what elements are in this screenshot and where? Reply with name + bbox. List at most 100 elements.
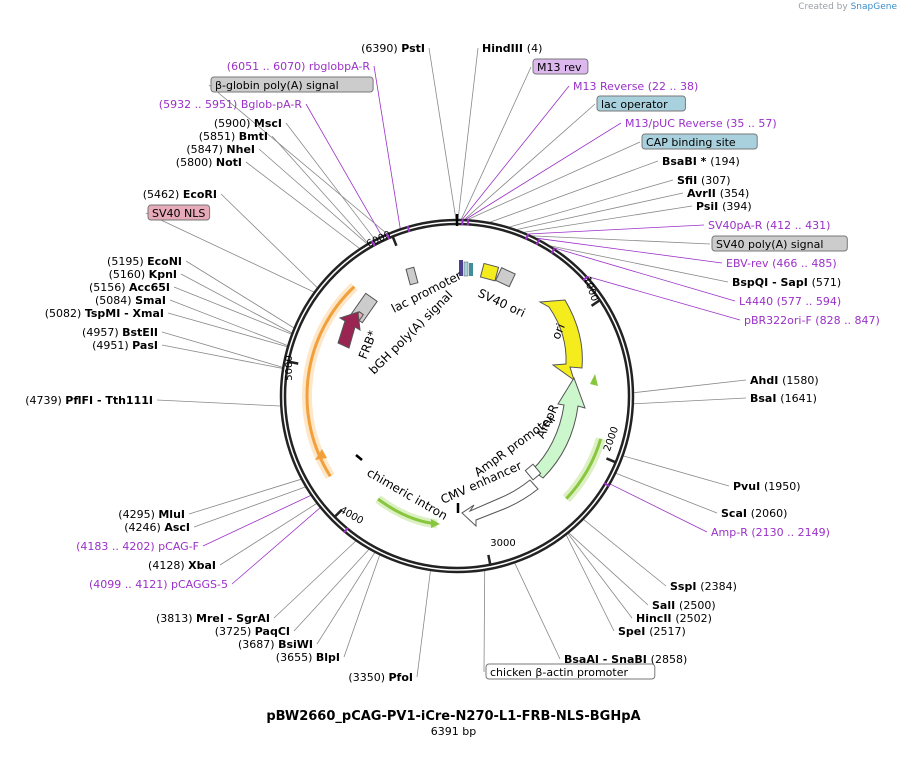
connector-sv40-poly-a-signal — [532, 235, 711, 245]
connector-msci — [285, 122, 375, 240]
label-msci: (5900) MscI — [214, 117, 282, 130]
label-ebv-rev: EBV-rev (466 .. 485) — [726, 257, 837, 270]
connector-spei — [566, 534, 615, 632]
label-name: PvuI — [733, 480, 764, 493]
connector-sv40pa-r — [528, 224, 705, 235]
connector-pfoi — [416, 570, 431, 678]
label-position: (571) — [812, 276, 842, 289]
scale-label: 3000 — [490, 538, 515, 549]
sv40-ori-box — [479, 262, 500, 282]
label-position: (5900) — [214, 117, 254, 130]
label-name: Amp-R — [711, 526, 751, 539]
label-position: (5084) — [95, 294, 135, 307]
label-name: SV40pA-R — [708, 219, 766, 232]
label-position: (3655) — [276, 651, 316, 664]
label-globin-poly-a-signal: β-globin poly(A) signal — [215, 79, 339, 92]
label-position: (4099 .. 4121) — [89, 578, 171, 591]
label-position: (3813) — [156, 612, 196, 625]
label-name: KpnI — [149, 268, 177, 281]
label-xbai: (4128) XbaI — [148, 559, 216, 572]
intron-arrowhead — [431, 519, 440, 528]
ampr-promoter-box — [524, 463, 542, 481]
connector-nhei — [258, 148, 368, 244]
label-position: (577 .. 594) — [777, 295, 842, 308]
label-position: (1580) — [782, 374, 819, 387]
label-position: (5800) — [176, 156, 216, 169]
label-position: (6390) — [361, 42, 401, 55]
label-name: PflFI - Tth111I — [65, 394, 153, 407]
connector-bspqi-sapi — [550, 245, 729, 283]
snapgene-brand: Created by SnapGene — [798, 2, 897, 12]
connector-blpi — [343, 555, 381, 658]
label-sv40-nls-box — [147, 204, 211, 221]
connector-bmti — [271, 135, 369, 244]
label-blpi: (3655) BlpI — [276, 651, 340, 664]
primer-site-tick — [385, 233, 391, 240]
label-pcag-f: (4183 .. 4202) pCAG-F — [76, 540, 199, 553]
label-kpni: (5160) KpnI — [109, 268, 177, 281]
connector-lac-operator — [464, 103, 596, 220]
label-position: (35 .. 57) — [726, 117, 777, 130]
label-name: Bglob-pA-R — [241, 98, 303, 111]
lac-promoter-box — [405, 266, 419, 286]
label-position: (1950) — [764, 480, 801, 493]
connector-cap-binding-site — [467, 141, 641, 220]
label-name: NotI — [216, 156, 242, 169]
primer-site-tick — [524, 233, 530, 240]
label-sv40-poly-a-signal-box — [711, 235, 848, 252]
label-name: rbglobpA-R — [309, 60, 370, 73]
scale-tick — [391, 236, 398, 247]
cmv-enhancer-arrow — [461, 479, 539, 528]
label-name: TspMI - XmaI — [85, 307, 164, 320]
label-position: (4739) — [25, 394, 65, 407]
label-pfoi: (3350) PfoI — [348, 671, 413, 684]
connector-pcag-f — [202, 495, 311, 547]
label-position: (22 .. 38) — [648, 80, 699, 93]
connector-bsiwi — [316, 552, 376, 645]
connector-m13-reverse — [462, 85, 570, 220]
label-bsai: BsaI (1641) — [750, 392, 817, 405]
primer-site-tick — [603, 482, 610, 487]
label-name: PfoI — [389, 671, 414, 684]
connector-bsaai-snabi — [514, 563, 561, 660]
green-arrowhead — [590, 374, 598, 386]
scale-label: 2000 — [602, 425, 621, 453]
label-name: PsiI — [696, 200, 722, 213]
connector-chicken-actin-promoter — [483, 570, 486, 673]
sv40-polya-box — [495, 267, 516, 288]
label-hindiii: HindIII (4) — [482, 42, 542, 55]
label-spei: SpeI (2517) — [618, 625, 686, 638]
scale-tick — [590, 299, 601, 307]
connector-psti — [428, 47, 457, 220]
plasmid-length: 6391 bp — [430, 725, 477, 738]
label-name: M13 Reverse — [573, 80, 648, 93]
plasmid-name: pBW2660_pCAG-PV1-iCre-N270-L1-FRB-NLS-BG… — [266, 709, 641, 724]
connector-sv40-nls — [145, 212, 314, 293]
connector-scai — [616, 472, 718, 514]
label-position: (4) — [527, 42, 543, 55]
label-sv40-poly-a-signal: SV40 poly(A) signal — [716, 238, 823, 251]
green-feature-halo — [562, 437, 606, 503]
label-name: ScaI — [721, 507, 751, 520]
label-name: BspQI - SapI — [732, 276, 812, 289]
label-position: (307) — [701, 174, 731, 187]
primer-site-tick — [582, 275, 589, 282]
label-acc65i: (5156) Acc65I — [89, 281, 170, 294]
label-position: (4246) — [124, 521, 164, 534]
label-name: MluI — [158, 508, 185, 521]
label-name: AhdI — [750, 374, 782, 387]
label-amp-r: Amp-R (2130 .. 2149) — [711, 526, 830, 539]
connector-kpni — [180, 273, 292, 334]
label-position: (5847) — [186, 143, 226, 156]
connector-pcaggs-5 — [231, 507, 321, 585]
scale-tick — [288, 360, 299, 365]
label-cap-binding-site-box — [641, 133, 758, 150]
connector-m13-rev — [461, 66, 532, 220]
label-bmti: (5851) BmtI — [199, 130, 268, 143]
cut-site-tick — [355, 454, 363, 461]
label-pflfi-tth111i: (4739) PflFI - Tth111I — [25, 394, 153, 407]
label-m13-rev: M13 rev — [537, 61, 582, 74]
label-rbglobpa-r: (6051 .. 6070) rbglobpA-R — [227, 60, 371, 73]
label-pcaggs-5: (4099 .. 4121) pCAGGS-5 — [89, 578, 228, 591]
label-name: pCAG-F — [158, 540, 199, 553]
